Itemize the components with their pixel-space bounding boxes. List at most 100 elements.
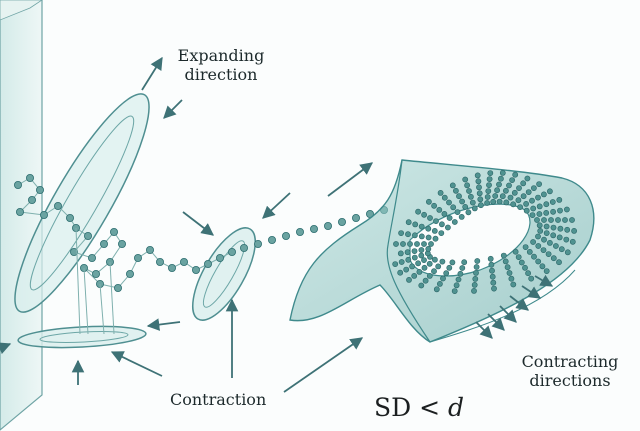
attractor-point bbox=[528, 275, 535, 282]
attractor-point bbox=[506, 182, 512, 189]
contraction-pointer-right bbox=[283, 337, 364, 393]
attractor-point bbox=[550, 232, 557, 239]
attractor-point bbox=[449, 259, 456, 266]
attractor-point bbox=[530, 205, 537, 212]
attractor-point bbox=[503, 199, 510, 206]
attractor-point bbox=[541, 191, 547, 198]
attractor-point bbox=[425, 225, 432, 232]
attractor-point bbox=[473, 269, 479, 276]
attractor-point bbox=[403, 266, 410, 273]
attractor-point bbox=[508, 275, 515, 282]
expand-arrow-mid bbox=[163, 99, 183, 119]
attractor-point bbox=[518, 259, 525, 266]
attractor-point bbox=[431, 256, 438, 263]
contraction-arrow-a bbox=[182, 211, 214, 236]
trajectory-point bbox=[351, 213, 360, 222]
attractor-point bbox=[564, 226, 571, 233]
attractor-point bbox=[536, 211, 543, 217]
attractor-point bbox=[437, 189, 444, 196]
trajectory-point bbox=[267, 235, 276, 244]
attractor-point bbox=[438, 221, 445, 228]
attractor-point bbox=[453, 282, 460, 289]
attractor-point bbox=[547, 188, 553, 195]
trajectory-point bbox=[70, 247, 79, 256]
attractor-point bbox=[488, 261, 495, 268]
edge-arrow bbox=[0, 342, 12, 355]
attractor-point bbox=[564, 206, 570, 213]
attractor-point bbox=[392, 261, 399, 267]
attractor-point bbox=[540, 247, 547, 253]
attractor-point bbox=[484, 194, 491, 200]
attractor-point bbox=[535, 233, 541, 240]
attractor-point bbox=[499, 169, 506, 176]
attractor-point bbox=[411, 248, 418, 254]
trajectory-point bbox=[126, 269, 135, 278]
attractor-point bbox=[485, 188, 492, 194]
trajectory-point bbox=[15, 207, 24, 216]
attractor-point bbox=[510, 201, 517, 208]
attractor-point bbox=[531, 253, 537, 260]
trajectory-point bbox=[227, 247, 236, 256]
attractor-point bbox=[464, 182, 470, 189]
attractor-orbits bbox=[392, 169, 577, 294]
attractor-point bbox=[435, 263, 442, 270]
attractor-point bbox=[526, 248, 533, 255]
attractor-point bbox=[425, 245, 432, 252]
attractor-point bbox=[418, 247, 425, 253]
attractor-point bbox=[451, 288, 458, 294]
attractor-point bbox=[557, 225, 564, 232]
attractor-point bbox=[531, 185, 537, 191]
attractor-point bbox=[511, 189, 518, 196]
trajectory-point bbox=[100, 239, 109, 248]
expand-arrow-attractor bbox=[327, 162, 374, 197]
attractor-point bbox=[439, 258, 446, 265]
attractor-point bbox=[414, 241, 420, 247]
trajectory-point bbox=[25, 173, 34, 182]
attractor-point bbox=[474, 172, 481, 179]
contraction-label: Contraction bbox=[170, 390, 267, 409]
trajectory-point bbox=[110, 227, 119, 236]
attractor-point bbox=[432, 235, 439, 242]
attractor-point bbox=[436, 206, 443, 213]
attractor-point bbox=[426, 260, 433, 267]
trajectory-point bbox=[191, 265, 200, 274]
attractor-point bbox=[543, 223, 550, 230]
attractor-point bbox=[571, 227, 577, 234]
attractor-point bbox=[525, 189, 532, 195]
attractor-point bbox=[553, 243, 559, 249]
trajectory-point bbox=[295, 227, 304, 236]
trajectory-point bbox=[66, 213, 75, 222]
trajectory-point bbox=[167, 263, 176, 272]
attractor-point bbox=[517, 204, 523, 210]
trajectory-point bbox=[36, 185, 45, 194]
trajectory-point bbox=[215, 253, 224, 262]
attractor-point bbox=[486, 176, 493, 182]
attractor-point bbox=[524, 175, 531, 182]
attractor-point bbox=[536, 203, 543, 210]
attractor-point bbox=[497, 175, 504, 182]
attractor-point bbox=[487, 255, 494, 262]
attractor-point bbox=[522, 244, 529, 250]
attractor-point bbox=[471, 281, 478, 288]
attractor-point bbox=[425, 198, 432, 205]
attractor-point bbox=[467, 193, 474, 200]
attractor-point bbox=[427, 215, 433, 221]
attractor-point bbox=[556, 234, 563, 241]
attractor-point bbox=[433, 286, 440, 293]
attractor-point bbox=[539, 263, 546, 270]
attractor-point bbox=[431, 227, 438, 234]
attractor-point bbox=[512, 248, 519, 255]
attractor-point bbox=[450, 204, 457, 211]
attractor-point bbox=[520, 193, 527, 200]
attractor-point bbox=[412, 221, 419, 228]
attractor-point bbox=[421, 257, 427, 263]
attractor-point bbox=[543, 268, 550, 274]
attractor-point bbox=[486, 182, 492, 188]
attractor-point bbox=[416, 268, 423, 275]
attractor-point bbox=[523, 200, 529, 207]
attractor-point bbox=[459, 198, 465, 205]
attractor-point bbox=[535, 243, 542, 249]
trajectory-point bbox=[155, 257, 164, 266]
attractor-point bbox=[400, 241, 406, 247]
attractor-point bbox=[500, 252, 507, 259]
